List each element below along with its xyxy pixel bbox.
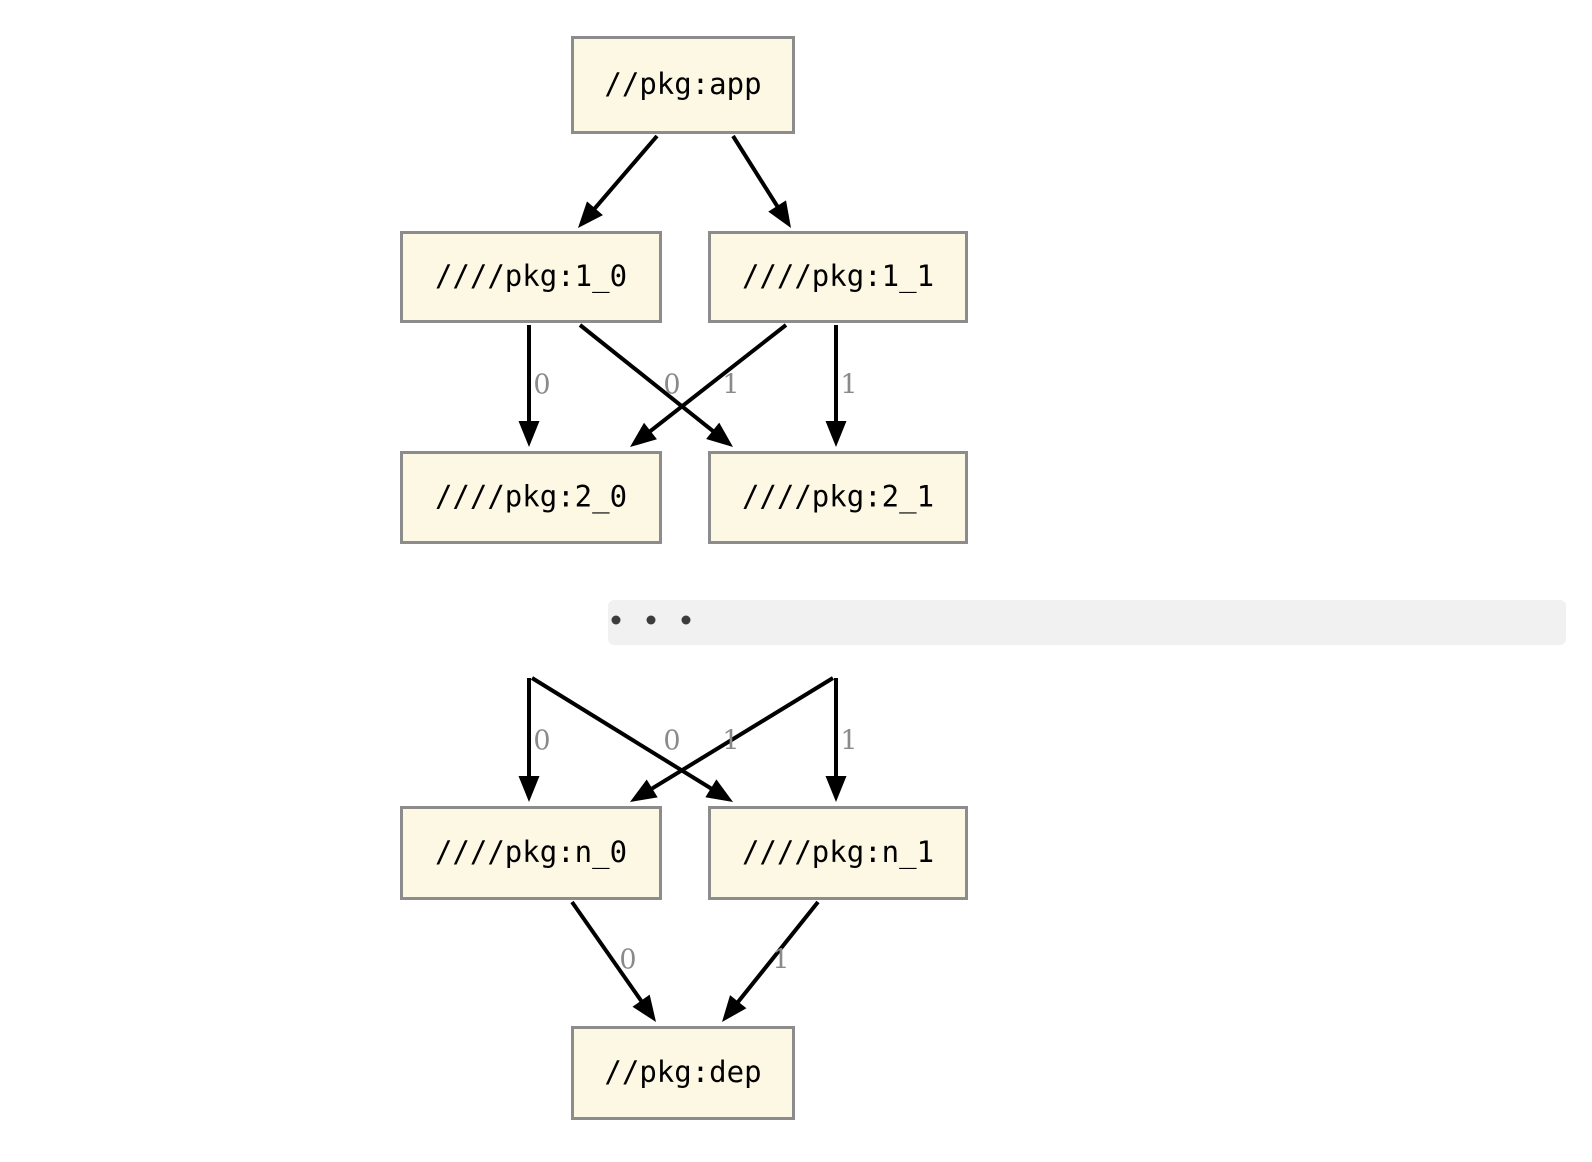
node-label: ////pkg:1_1 <box>742 259 934 294</box>
edge-label: 0 <box>533 370 550 401</box>
graph-edge <box>825 678 847 802</box>
graph-edge <box>578 323 733 447</box>
graph-edge <box>630 323 788 447</box>
graph-edge <box>530 676 733 802</box>
node-label: ////pkg:2_0 <box>435 480 627 515</box>
node-label: ////pkg:n_0 <box>435 835 627 870</box>
node-box[interactable] <box>400 806 662 900</box>
edge-label: 0 <box>533 726 550 757</box>
edge-label: 1 <box>772 945 789 976</box>
nodes-layer: //pkg:app ////pkg:1_0 ////pkg:1_1 ////pkg:2… <box>400 36 968 1120</box>
graph-node-ln_1[interactable]: ////pkg:n_1 <box>708 806 968 900</box>
node-label: ////pkg:1_0 <box>435 259 627 294</box>
edge-label: 0 <box>619 945 636 976</box>
node-box[interactable] <box>400 231 662 323</box>
edge-label: 0 <box>663 726 680 757</box>
edge-label: 1 <box>722 370 739 401</box>
ellipsis-dot <box>646 615 656 625</box>
graph-edge <box>722 900 820 1022</box>
ellipsis-dot <box>681 615 691 625</box>
graph-node-l2_1[interactable]: ////pkg:2_1 <box>708 451 968 544</box>
node-label: //pkg:dep <box>604 1055 761 1089</box>
graph-node-dep[interactable]: //pkg:dep <box>571 1026 795 1120</box>
node-box[interactable] <box>400 451 662 544</box>
edge-label: 0 <box>663 370 680 401</box>
graph-edge <box>518 325 540 447</box>
edges-layer <box>518 134 847 1022</box>
graph-node-l2_0[interactable]: ////pkg:2_0 <box>400 451 662 544</box>
graph-edge <box>518 678 540 802</box>
graph-edge <box>570 900 656 1022</box>
ellipsis-dot <box>611 615 621 625</box>
node-box[interactable] <box>708 231 968 323</box>
graph-edge <box>630 676 835 802</box>
edge-label: 1 <box>722 726 739 757</box>
node-box[interactable] <box>708 451 968 544</box>
graph-edge <box>578 134 659 228</box>
graph-edge <box>731 134 791 228</box>
graph-node-l1_1[interactable]: ////pkg:1_1 <box>708 231 968 323</box>
graph-node-app[interactable]: //pkg:app <box>571 36 795 134</box>
edge-labels-layer: 0 0 1 1 0 0 1 1 0 1 <box>533 370 857 976</box>
node-box[interactable] <box>708 806 968 900</box>
graph-edge <box>825 325 847 447</box>
node-box[interactable] <box>571 1026 795 1120</box>
node-label: ////pkg:2_1 <box>742 480 934 515</box>
ellipsis-band-layer <box>608 600 1566 645</box>
graph-node-ln_0[interactable]: ////pkg:n_0 <box>400 806 662 900</box>
node-box[interactable] <box>571 36 795 134</box>
node-label: //pkg:app <box>604 67 761 101</box>
graph-node-l1_0[interactable]: ////pkg:1_0 <box>400 231 662 323</box>
ellipsis-band <box>608 600 1566 645</box>
edge-label: 1 <box>840 726 857 757</box>
edge-label: 1 <box>840 370 857 401</box>
node-label: ////pkg:n_1 <box>742 835 934 870</box>
